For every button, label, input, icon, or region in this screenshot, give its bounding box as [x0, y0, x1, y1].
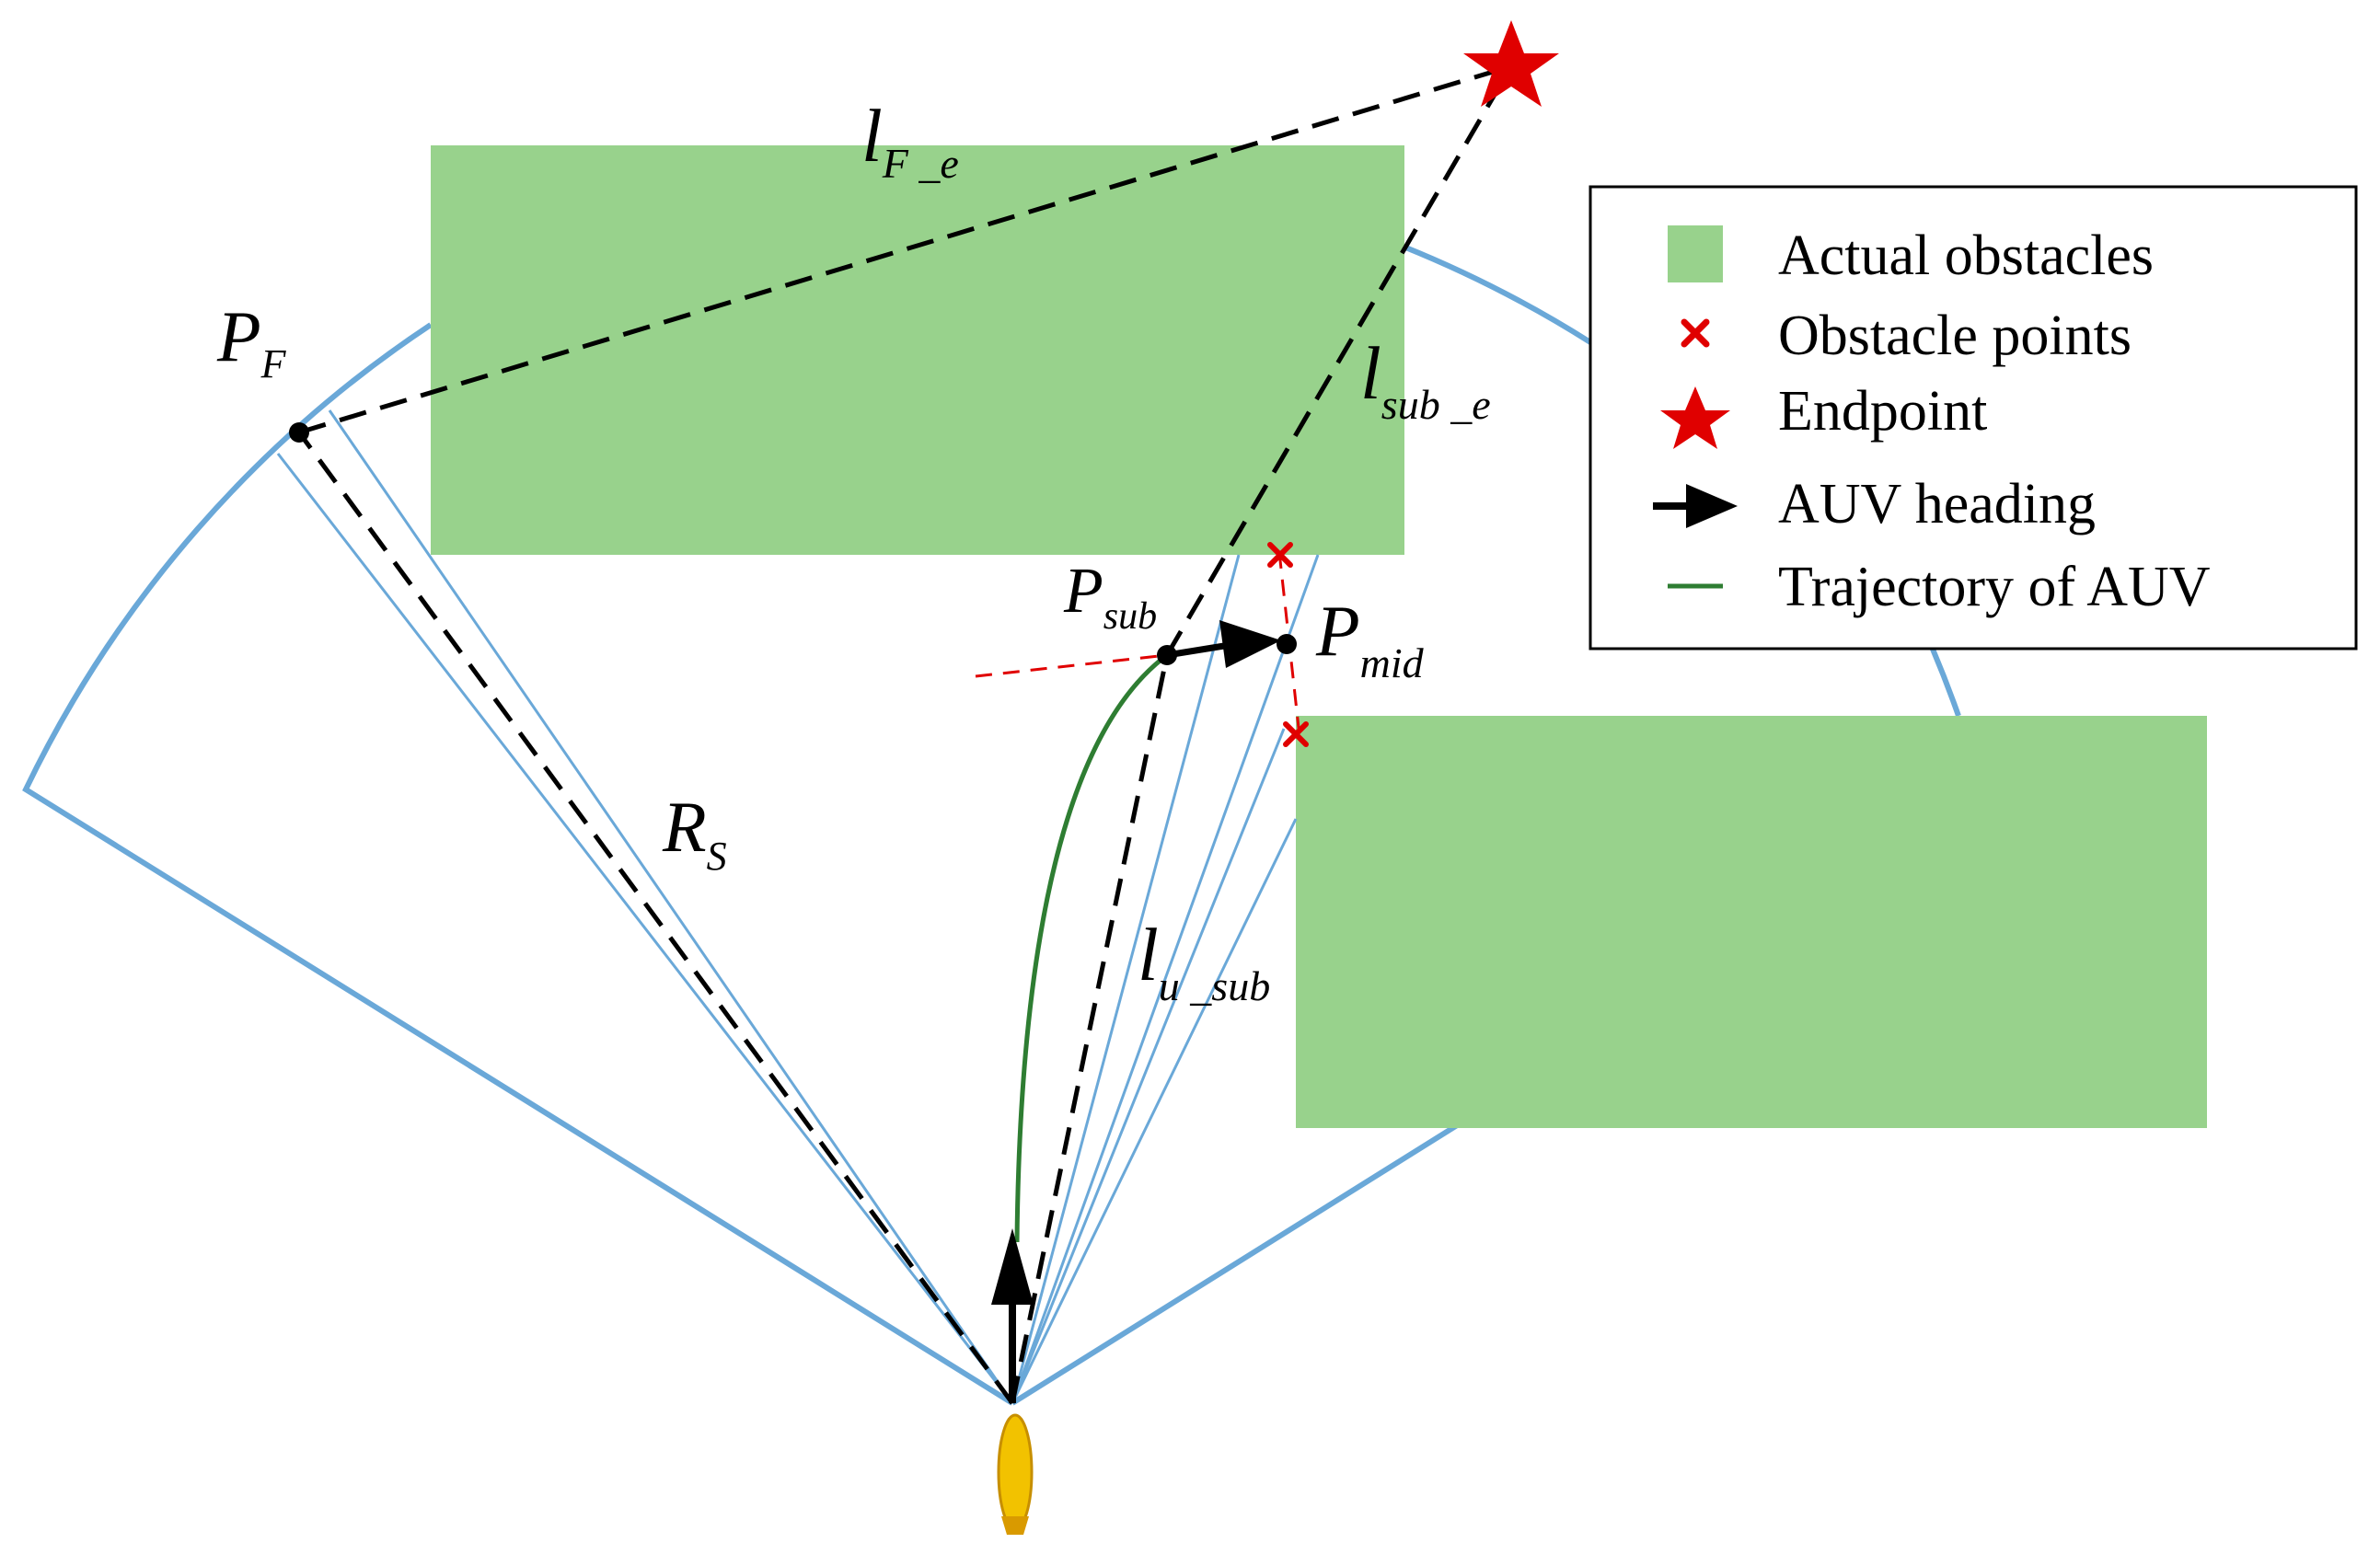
obstacle-top [431, 145, 1404, 555]
legend-label-auv-heading: AUV heading [1778, 473, 2096, 535]
ray-pf-left [276, 453, 1014, 1404]
obstacle-right [1296, 716, 2207, 1128]
green-square-icon [1668, 225, 1723, 282]
auv-trajectory [1014, 652, 1169, 1243]
label-pmid: Pmid [1315, 591, 1425, 686]
sector-arc-right-upper [1402, 244, 1592, 345]
legend: Actual obstacles Obstacle points Endpoin… [1653, 225, 2211, 618]
label-l-fe: lF _e [861, 94, 959, 187]
legend-label-obstacle-points: Obstacle points [1778, 305, 2132, 367]
point-pmid [1277, 634, 1297, 654]
ray-4 [1011, 818, 1298, 1404]
arrow-head-psub [1219, 620, 1281, 668]
sector-outline [22, 322, 1014, 1406]
legend-label-trajectory: Trajectory of AUV [1778, 556, 2211, 618]
ray-3 [1011, 728, 1286, 1404]
ray-2 [1011, 554, 1320, 1404]
sector-arc-bottom-right [1011, 1120, 1463, 1406]
point-psub [1157, 645, 1177, 665]
obstacle-points [1267, 542, 1309, 747]
label-pf: PF [216, 296, 287, 386]
black-arrow-icon [1653, 484, 1738, 528]
dashed-auv-pf [296, 431, 1015, 1405]
heading-arrows [991, 620, 1281, 1403]
red-cross-icon [1681, 318, 1710, 348]
auv-icon [997, 1413, 1034, 1535]
red-tangent-psub [975, 653, 1168, 678]
label-l-sube: lsub _e [1360, 331, 1491, 428]
dashed-psub-endpoint [1164, 64, 1514, 657]
label-psub: Psub [1063, 556, 1157, 638]
red-star-icon [1660, 386, 1730, 449]
ray-pf-right [328, 409, 1014, 1404]
dashed-lines [296, 63, 1514, 1405]
endpoint-star-icon [1463, 20, 1559, 107]
arrow-head-auv [991, 1228, 1034, 1305]
obstacle-point-2 [1283, 721, 1309, 747]
legend-label-obstacles: Actual obstacles [1778, 225, 2154, 287]
legend-label-endpoint: Endpoint [1778, 380, 1987, 443]
label-rs: RS [662, 787, 727, 879]
ray-1 [1011, 554, 1241, 1404]
sensor-rays [276, 409, 1320, 1404]
obstacle-point-1 [1267, 542, 1293, 568]
dashed-auv-psub [1010, 654, 1170, 1404]
point-pf [289, 422, 309, 443]
label-l-usub: lu _sub [1138, 913, 1270, 1009]
